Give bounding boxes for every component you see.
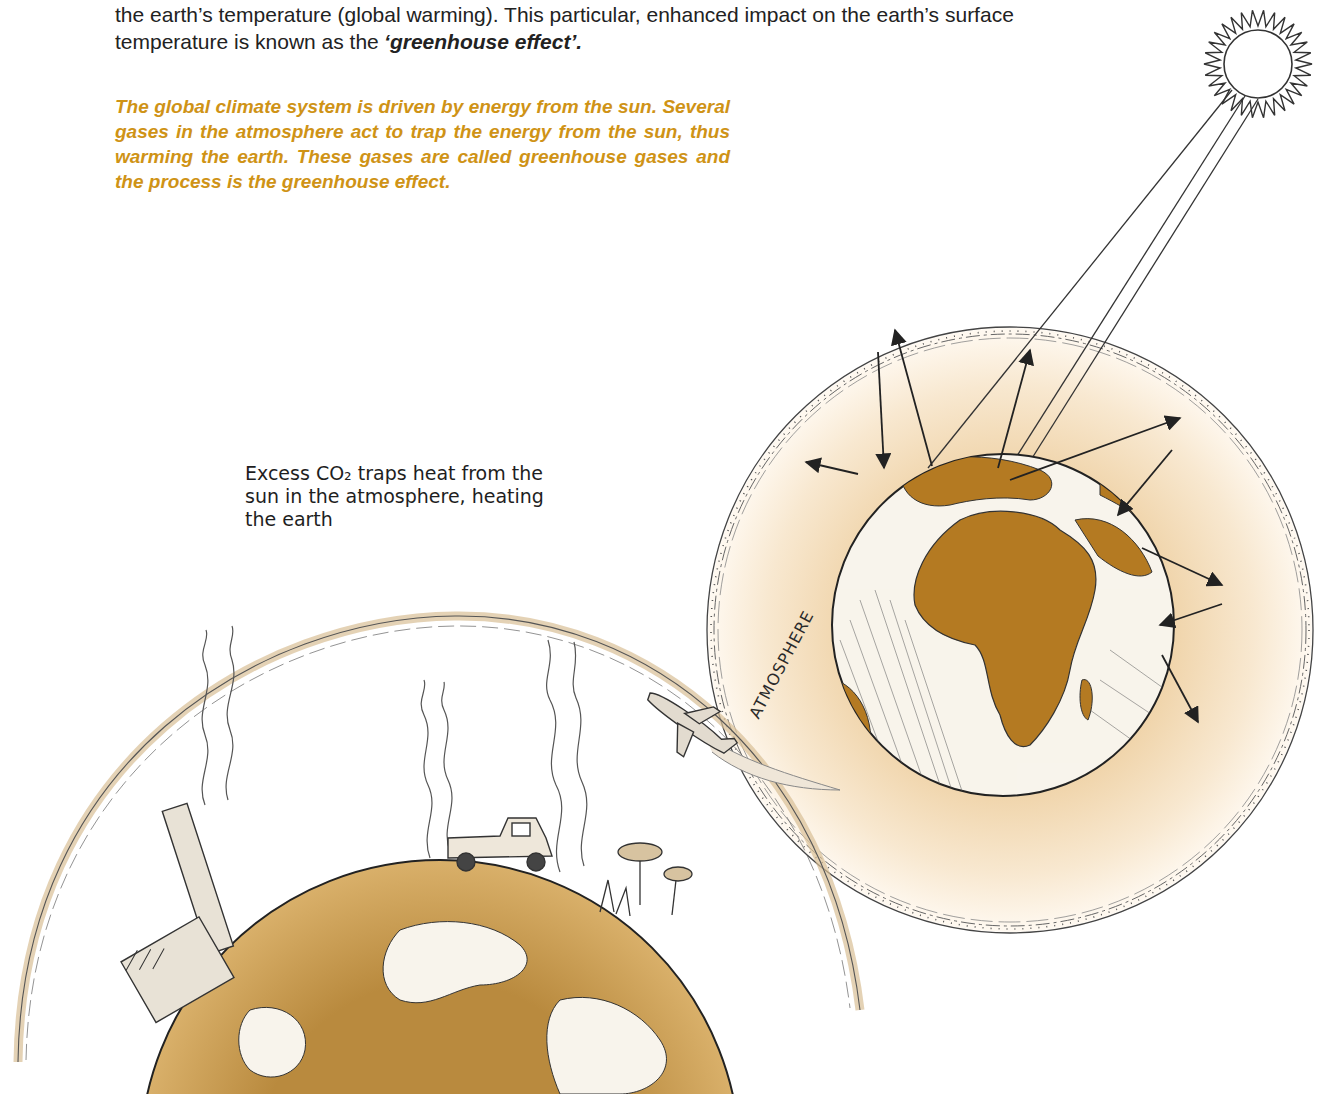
ground-globe-part [239, 1007, 306, 1077]
smoke-part [421, 680, 432, 858]
smoke-part [547, 640, 562, 872]
atmosphere-dome [18, 616, 860, 1062]
intro-text: the earth’s temperature (global warming)… [115, 1, 1125, 55]
heat-arrows-part [1142, 548, 1222, 585]
atmosphere-part [707, 327, 1313, 933]
heat-arrows-part [1162, 655, 1198, 722]
earth-part [914, 511, 1096, 746]
heat-arrows-part [998, 350, 1030, 468]
smoke-part [202, 630, 208, 805]
heat-arrows-part [878, 352, 884, 468]
sun-rays-part [1003, 96, 1245, 478]
earth-part [1090, 710, 1160, 760]
factory [120, 803, 234, 1022]
sun [1204, 10, 1312, 117]
highlight-text: The global climate system is driven by e… [115, 94, 730, 194]
smoke-part [442, 682, 452, 852]
trees-part [600, 880, 630, 916]
trees-part [639, 860, 640, 905]
trees-part [618, 843, 662, 861]
earth [832, 454, 1180, 800]
earth-part [1100, 680, 1175, 730]
factory-part [121, 917, 234, 1023]
earth-part [840, 640, 900, 800]
sun-part [1204, 10, 1312, 117]
sun-rays [928, 90, 1258, 490]
heat-arrows-part [1160, 604, 1222, 625]
airplane-part [685, 695, 721, 729]
atmosphere-part [708, 328, 1312, 932]
earth-part [1110, 650, 1180, 700]
smoke-part [226, 626, 234, 800]
heat-arrows-part [895, 330, 932, 466]
truck-part [457, 853, 475, 871]
smoke-part [573, 642, 587, 866]
atmosphere-part [714, 334, 1306, 926]
smoke [202, 626, 587, 872]
atmosphere-part [711, 331, 1309, 929]
truck [448, 818, 552, 871]
earth-part [1100, 474, 1175, 540]
truck-part [448, 818, 552, 858]
earth-part [905, 620, 965, 800]
atmosphere-dome-part [18, 616, 860, 1062]
heat-arrows [806, 330, 1222, 722]
earth-part [1080, 680, 1092, 720]
key-term: ‘greenhouse effect’. [384, 30, 582, 53]
airplane-part [664, 722, 699, 757]
earth-part [860, 600, 930, 800]
atmosphere [707, 327, 1313, 933]
earth-part [1075, 519, 1152, 576]
earth-part [832, 454, 1174, 796]
ground-globe-part [383, 922, 527, 1003]
sun-part [1224, 30, 1292, 98]
trees [600, 843, 692, 916]
heat-arrows-part [1118, 450, 1172, 515]
sun-rays-part [1012, 99, 1258, 490]
factory-part [120, 938, 170, 981]
airplane [631, 672, 840, 790]
trees-part [672, 880, 676, 915]
heat-arrows-part [806, 462, 858, 474]
truck-part [512, 823, 530, 836]
ground-globe-part [547, 997, 667, 1094]
atmosphere-dome-part [18, 616, 860, 1062]
trees-part [664, 867, 692, 881]
truck-part [527, 853, 545, 871]
airplane-part [644, 684, 738, 759]
earth-part [900, 457, 1052, 506]
handwritten-note: Excess CO₂ traps heat from the sun in th… [245, 462, 545, 531]
earth-part [836, 680, 871, 768]
sun-rays-part [928, 90, 1232, 468]
atmosphere-dome-part [26, 626, 850, 1060]
